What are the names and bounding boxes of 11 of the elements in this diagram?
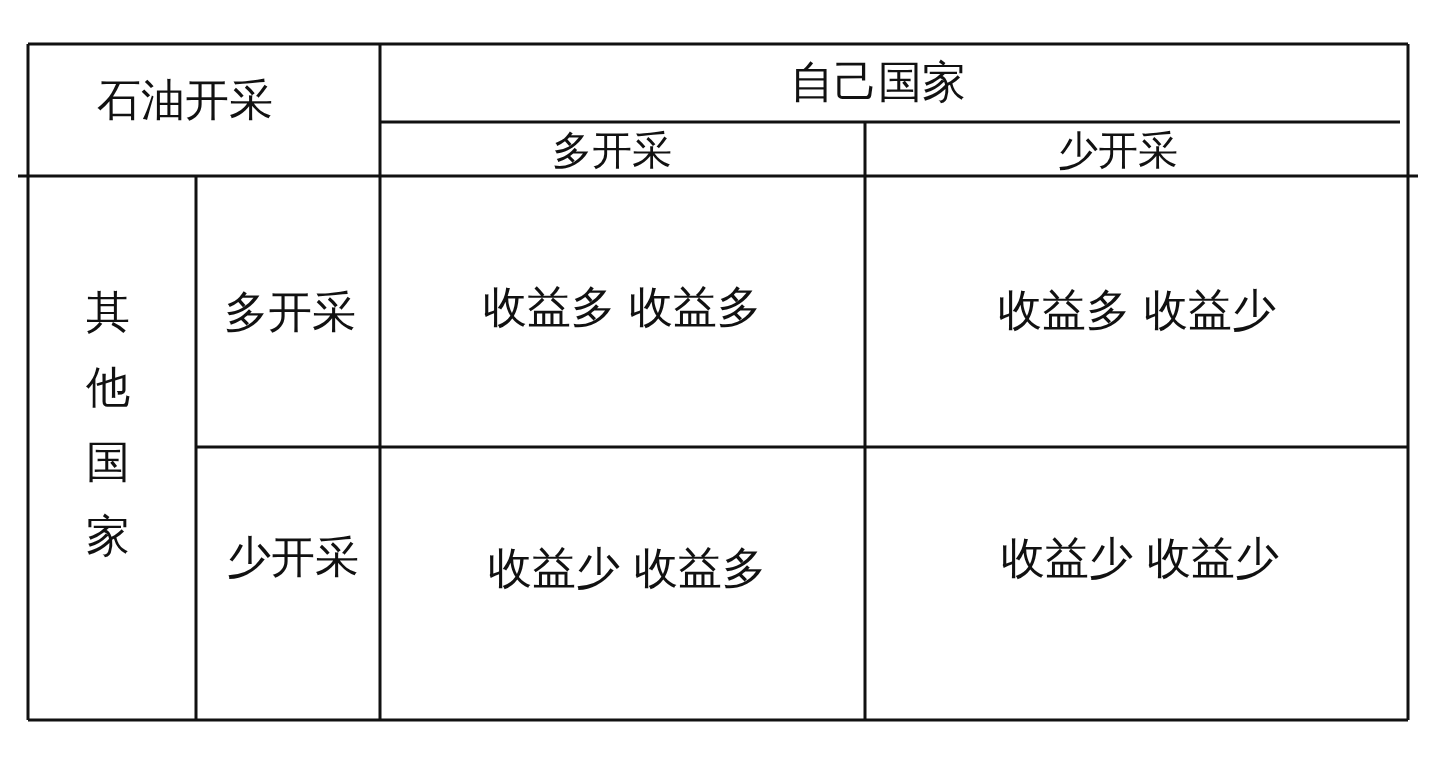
payoff-cell: 收益多 收益少 (998, 283, 1276, 337)
payoff-cell: 收益多 收益多 (483, 280, 761, 334)
column-header: 自己国家 (790, 55, 966, 109)
column-header: 多开采 (552, 126, 672, 174)
header-cell: 石油开采 (97, 73, 273, 127)
column-header: 少开采 (1058, 126, 1178, 174)
payoff-cell: 收益少 收益多 (488, 541, 766, 595)
row-header: 少开采 (227, 530, 359, 584)
row-header: 其他国家 (86, 285, 130, 564)
payoff-cell: 收益少 收益少 (1001, 531, 1279, 585)
row-header: 多开采 (224, 285, 356, 339)
